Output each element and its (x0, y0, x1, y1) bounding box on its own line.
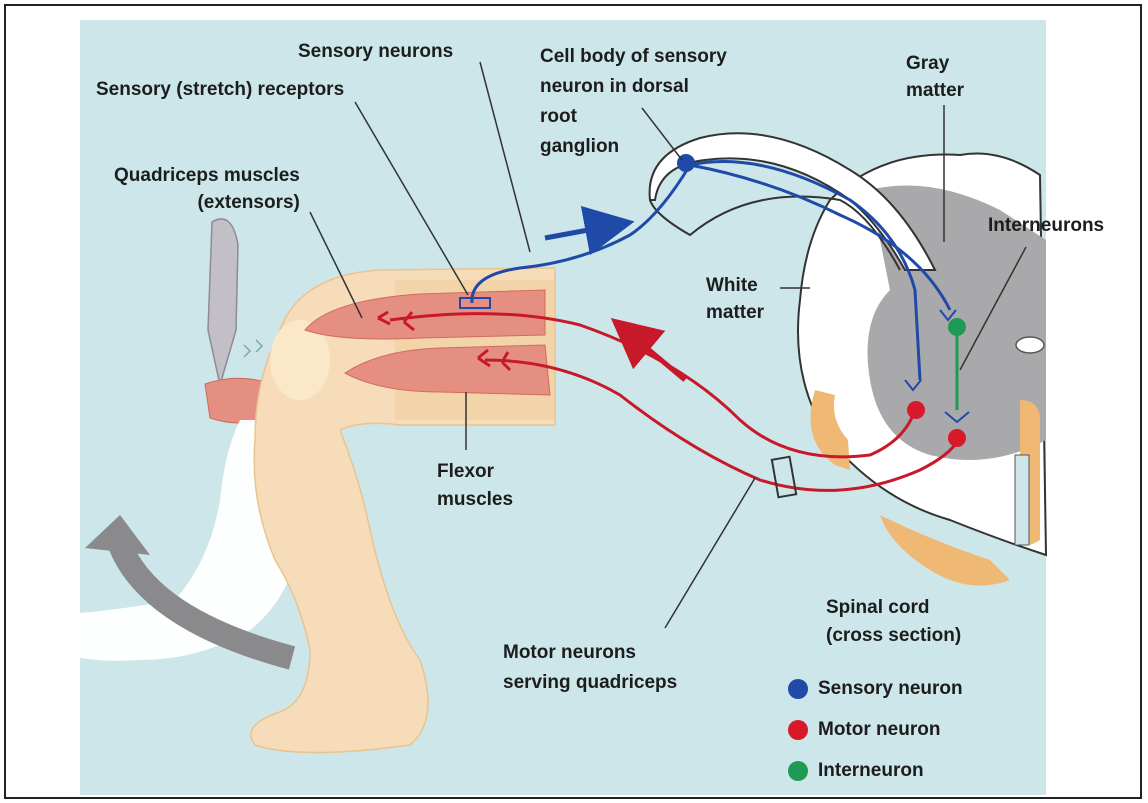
label-flexor: Flexor muscles (437, 458, 513, 514)
legend-sensory-label: Sensory neuron (818, 678, 963, 700)
legend-interneuron: Interneuron (788, 760, 924, 782)
label-cell-body: Cell body of sensory neuron in dorsal ro… (540, 42, 727, 162)
label-white-matter: White matter (706, 272, 764, 326)
label-interneurons: Interneurons (988, 214, 1104, 237)
legend-interneuron-label: Interneuron (818, 760, 924, 782)
interneuron-dot-icon (788, 761, 808, 781)
label-sensory-neurons: Sensory neurons (298, 40, 453, 63)
legend-sensory: Sensory neuron (788, 678, 963, 700)
label-spinal-cord: Spinal cord (cross section) (826, 594, 961, 650)
label-stretch-receptors: Sensory (stretch) receptors (96, 78, 344, 101)
sensory-dot-icon (788, 679, 808, 699)
label-gray-matter: Gray matter (906, 50, 964, 104)
label-quadriceps: Quadriceps muscles (extensors) (114, 162, 300, 216)
motor-dot-icon (788, 720, 808, 740)
legend-motor: Motor neuron (788, 719, 940, 741)
label-motor-neurons: Motor neurons serving quadriceps (503, 638, 677, 698)
legend-motor-label: Motor neuron (818, 719, 940, 741)
